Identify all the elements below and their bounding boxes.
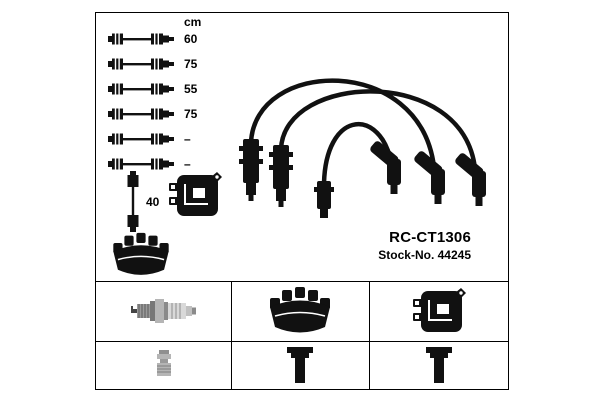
spark-plug-icon <box>131 295 197 327</box>
divider-vertical <box>231 281 232 389</box>
plug-terminal-icon <box>287 347 313 383</box>
cable-length-value: 75 <box>184 107 198 121</box>
plug-boot <box>455 153 486 206</box>
ignition-cable-icon <box>108 157 176 171</box>
ignition-cable-icon <box>108 32 176 46</box>
divider-horizontal <box>96 341 508 342</box>
divider-horizontal <box>96 281 508 282</box>
distributor-boot <box>314 181 334 218</box>
cable-length-value: – <box>184 132 191 146</box>
plug-boot <box>370 141 401 194</box>
distributor-cap-icon <box>112 231 170 279</box>
cell-ignition-coil <box>369 281 508 341</box>
divider-vertical <box>369 281 370 389</box>
cable-length-row: 75 <box>108 57 197 71</box>
distributor-boot <box>239 139 263 201</box>
coil-cable-icon <box>126 171 140 235</box>
cable-length-value: 60 <box>184 32 198 46</box>
cable-length-row: 60 <box>108 32 197 46</box>
cable-length-value: 55 <box>184 82 198 96</box>
unit-label: cm <box>184 15 202 29</box>
ignition-cable-icon <box>108 107 176 121</box>
cell-plug-terminal <box>231 341 369 389</box>
ignition-cable-icon <box>108 57 176 71</box>
cable-length-row: 75 <box>108 107 197 121</box>
cable-length-row: – <box>108 157 191 171</box>
cable-length-value: 75 <box>184 57 198 71</box>
distributor-cap-icon <box>269 285 331 337</box>
cell-plug-terminal <box>369 341 508 389</box>
plug-terminal-icon <box>426 347 452 383</box>
ignition-cable-set-illustration <box>239 78 486 218</box>
diagram-frame: cm 60 75 55 75 – – 40 <box>95 12 509 390</box>
cell-distributor-cap <box>231 281 369 341</box>
cable-length-row: 55 <box>108 82 197 96</box>
ignition-coil-icon <box>412 287 466 335</box>
cable-length-value: – <box>184 157 191 171</box>
part-number: RC-CT1306 <box>389 229 471 246</box>
stock-number: Stock-No. 44245 <box>378 248 471 262</box>
ignition-cable-icon <box>108 82 176 96</box>
cable-arcs <box>248 78 478 184</box>
plug-boot <box>414 151 445 204</box>
cable-length-row: – <box>108 132 191 146</box>
ignition-coil-icon <box>168 171 222 219</box>
coil-cable-length-value: 40 <box>146 195 160 209</box>
cell-terminal-nut <box>96 341 231 389</box>
plug-terminal-nut-icon <box>153 350 175 380</box>
ignition-cable-icon <box>108 132 176 146</box>
cell-spark-plug <box>96 281 231 341</box>
distributor-boot <box>269 145 293 207</box>
part-number-block: RC-CT1306 Stock-No. 44245 <box>378 229 471 262</box>
